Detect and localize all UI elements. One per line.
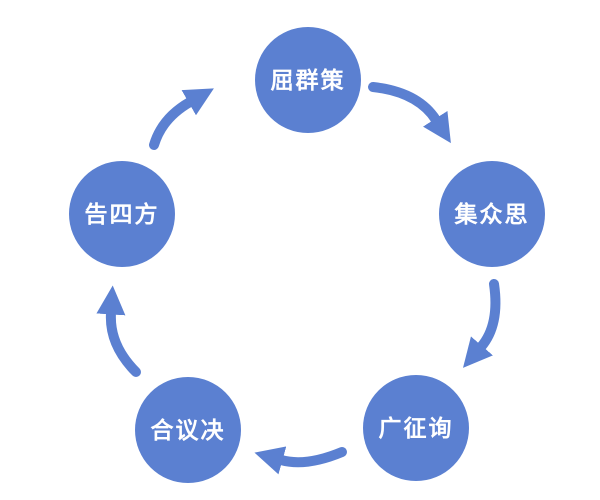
cycle-node-bottom-left-label: 合议决 [151, 417, 226, 443]
cycle-node-bottom-right-circle [363, 375, 469, 481]
cycle-node-right: 集众思 [439, 161, 545, 267]
cycle-node-bottom-left-circle [135, 377, 241, 483]
cycle-node-left-label: 告四方 [85, 201, 160, 227]
cycle-node-left: 告四方 [69, 161, 175, 267]
cycle-node-right-circle [439, 161, 545, 267]
arrow-left-to-top-icon [149, 88, 214, 150]
cycle-node-left-circle [69, 161, 175, 267]
cycle-node-right-label: 集众思 [454, 201, 530, 227]
arrow-right-to-bottomright-icon [463, 279, 501, 368]
arrow-bottomright-to-bottomleft-icon [254, 446, 347, 475]
cycle-node-bottom-left: 合议决 [135, 377, 241, 483]
cycle-node-top-circle [255, 27, 361, 133]
cycle-node-top-label: 屈群策 [271, 67, 346, 93]
cycle-node-top: 屈群策 [255, 27, 361, 133]
cycle-node-bottom-right: 广征询 [363, 375, 469, 481]
arrow-top-to-right-icon [368, 82, 451, 144]
arrow-bottomleft-to-left-icon [96, 285, 141, 377]
cycle-node-bottom-right-label: 广征询 [379, 415, 454, 441]
